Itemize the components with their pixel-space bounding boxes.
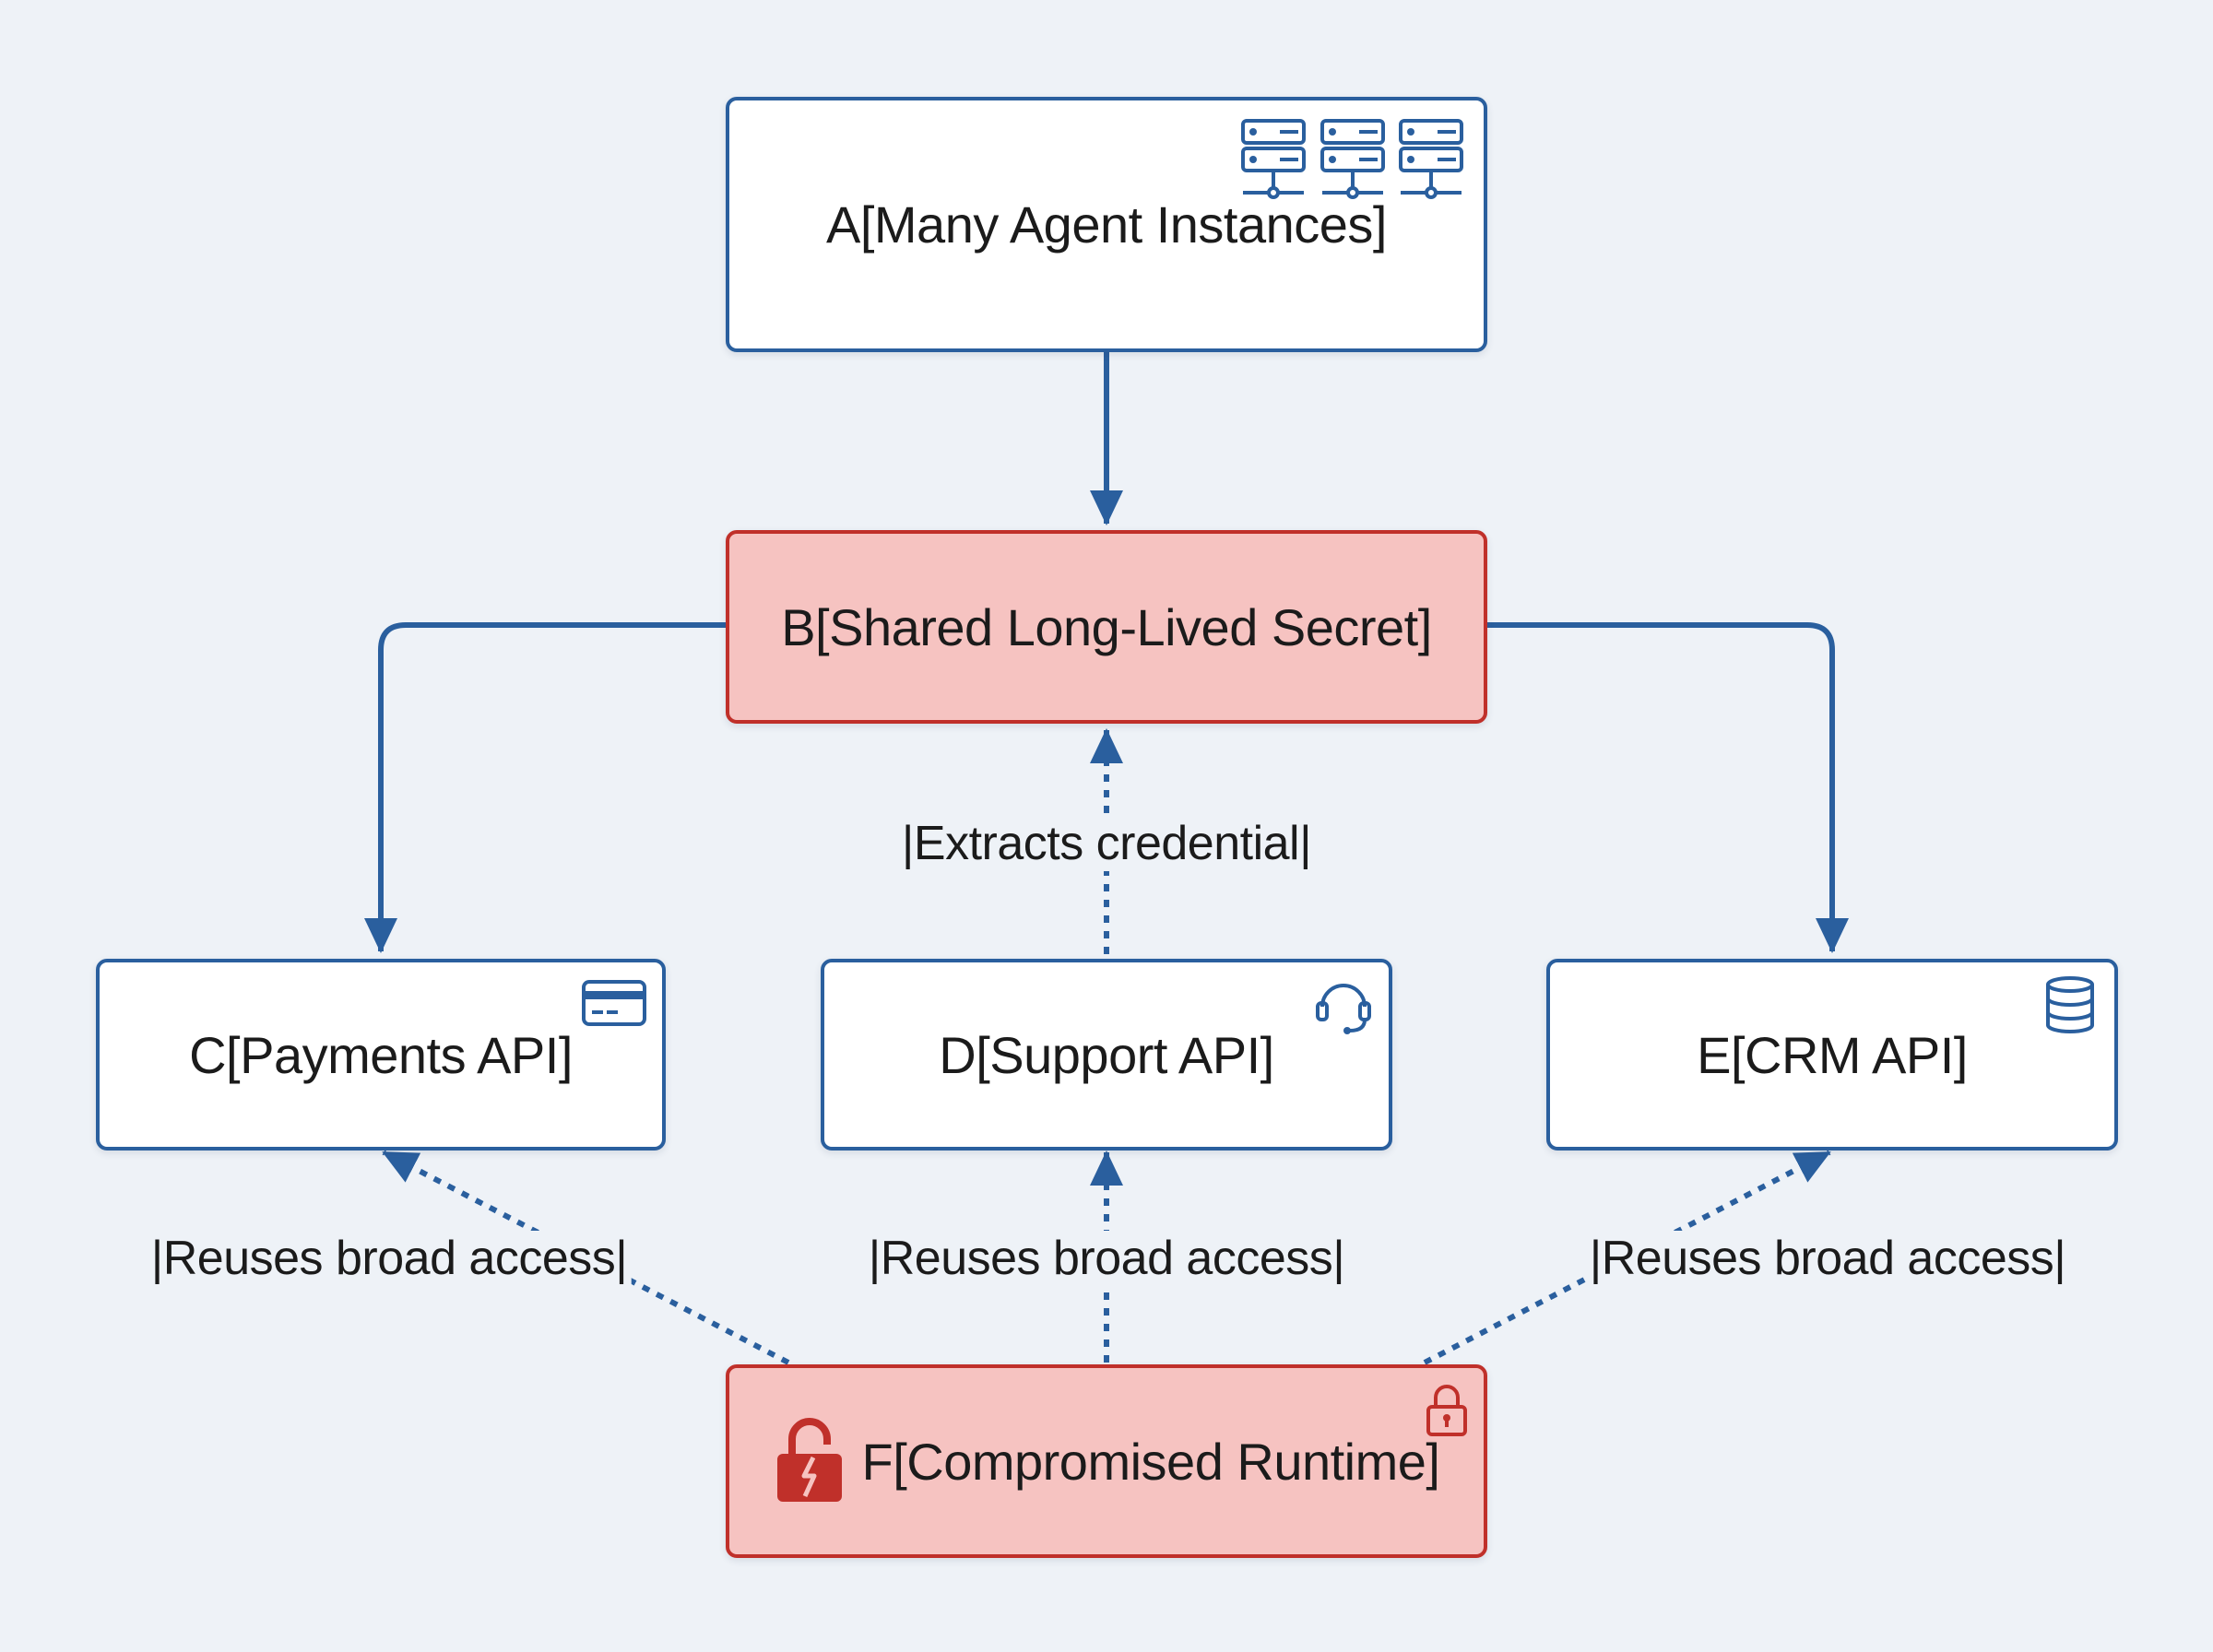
edge-f-to-c <box>382 1150 790 1365</box>
edge-label-reuses-broad-access-c: |Reuses broad access| <box>147 1231 632 1286</box>
node-b[interactable]: B[Shared Long-Lived Secret] <box>726 530 1487 724</box>
credit-card-icon <box>582 980 646 1026</box>
edge-label-reuses-broad-access-e: |Reuses broad access| <box>1585 1231 2070 1286</box>
node-a[interactable]: A[Many Agent Instances] <box>726 97 1487 352</box>
node-b-label: B[Shared Long-Lived Secret] <box>781 597 1432 656</box>
headset-icon <box>1316 984 1371 1034</box>
node-f[interactable]: F[Compromised Runtime] <box>726 1364 1487 1558</box>
edge-b-to-e <box>1487 622 1849 953</box>
node-a-label: A[Many Agent Instances] <box>826 195 1387 254</box>
node-f-label: F[Compromised Runtime] <box>861 1432 1440 1491</box>
edge-label-extracts-credential: |Extracts credential| <box>897 816 1316 871</box>
database-icon <box>2046 976 2094 1033</box>
node-c-label: C[Payments API] <box>189 1025 573 1084</box>
edge-b-to-c <box>364 622 726 953</box>
node-d[interactable]: D[Support API] <box>821 959 1392 1150</box>
edge-f-to-e <box>1423 1150 1831 1365</box>
node-e-label: E[CRM API] <box>1697 1025 1968 1084</box>
node-c[interactable]: C[Payments API] <box>96 959 666 1150</box>
padlock-icon <box>1426 1385 1467 1436</box>
broken-lock-icon <box>776 1418 842 1502</box>
server-rack-icon <box>1241 119 1463 199</box>
node-e[interactable]: E[CRM API] <box>1546 959 2118 1150</box>
edge-label-reuses-broad-access-d: |Reuses broad access| <box>864 1231 1349 1286</box>
node-d-label: D[Support API] <box>939 1025 1274 1084</box>
